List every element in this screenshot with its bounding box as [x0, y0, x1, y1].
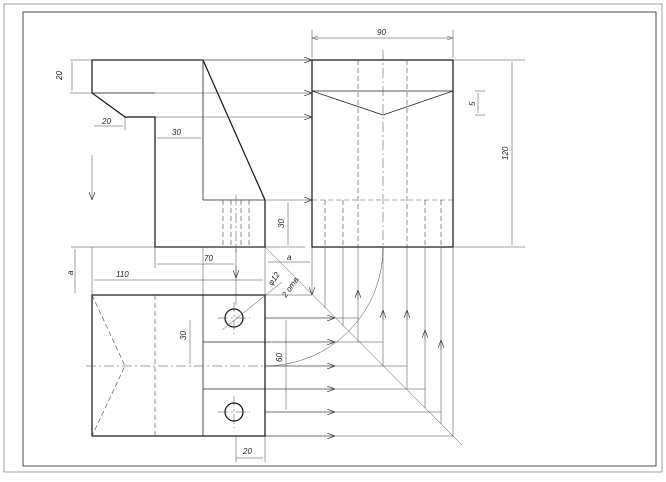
- front-view: [91, 59, 266, 252]
- dim-front-slot: 30: [172, 128, 181, 137]
- dim-front-chamfer: 20: [101, 117, 111, 126]
- drawing-frame: [22, 11, 657, 467]
- sheet-frame: [3, 3, 663, 473]
- side-view: [311, 50, 454, 255]
- dim-plan-60: 60: [275, 353, 284, 362]
- dim-hole-count: 2 отв.: [280, 274, 302, 300]
- dim-top-width: 90: [377, 28, 386, 37]
- dim-constant-a-top: a: [287, 253, 292, 262]
- construction-lines: [71, 30, 525, 446]
- dim-hole-diameter: φ12: [266, 270, 282, 287]
- dimension-lines: [70, 35, 513, 462]
- dim-side-v-depth: 5: [468, 101, 477, 106]
- dim-constant-a-side: a: [66, 270, 75, 275]
- dim-plan-bottom-20: 20: [242, 447, 252, 456]
- plan-view: [86, 281, 283, 437]
- dim-plan-slot: 30: [179, 331, 188, 340]
- dim-front-top-thickness: 20: [55, 71, 64, 81]
- dim-side-hole-depth: 30: [277, 219, 286, 228]
- dim-plan-70: 70: [204, 254, 213, 263]
- dim-side-height: 120: [501, 146, 510, 160]
- dim-plan-110: 110: [116, 270, 129, 279]
